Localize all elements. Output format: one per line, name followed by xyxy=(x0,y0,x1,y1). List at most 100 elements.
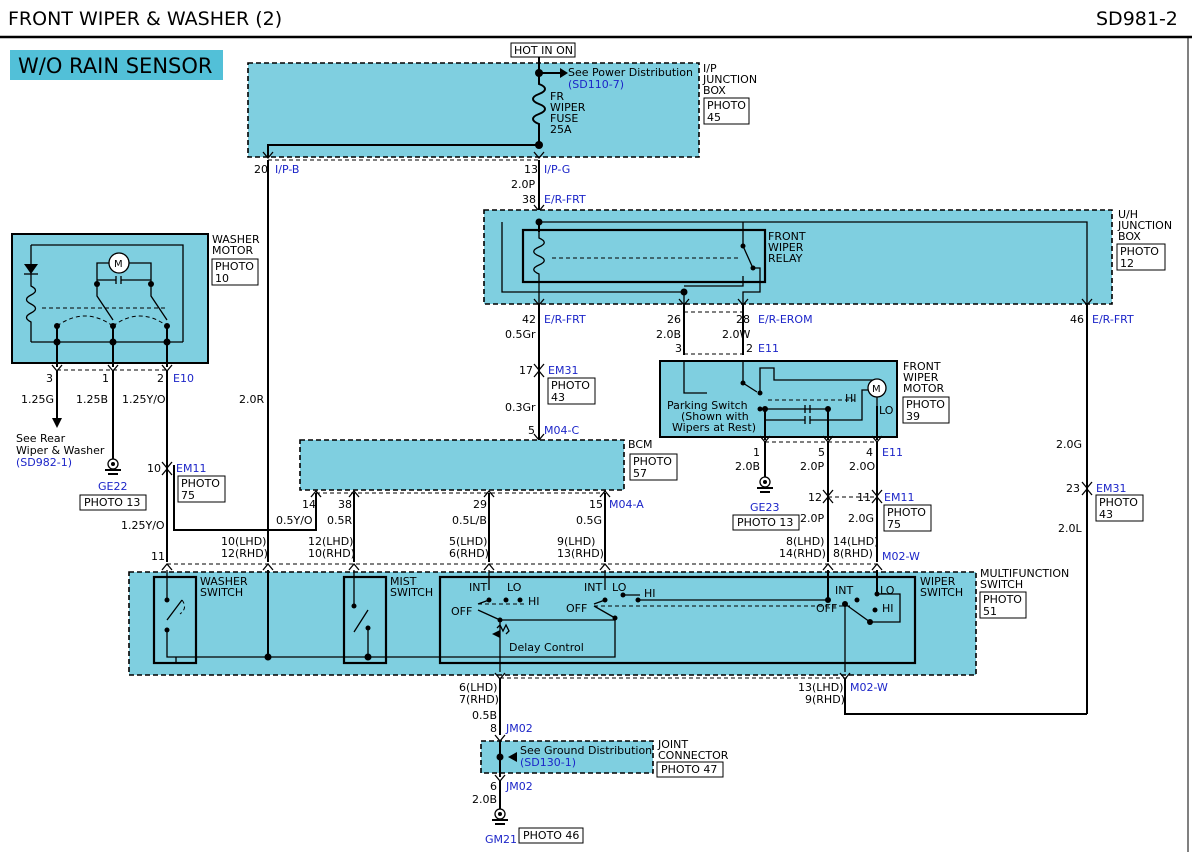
relay-label-2: WIPER xyxy=(768,241,804,254)
relay-out-wire xyxy=(684,276,744,287)
em31-wire-top: 0.5Gr xyxy=(505,328,536,341)
ip-photo-box xyxy=(703,97,750,125)
ip-junction-box xyxy=(247,62,700,158)
em11-conn-left: EM11 xyxy=(176,462,206,475)
washer-motor-photo-box xyxy=(211,258,259,286)
em31r-photo-box xyxy=(1095,494,1144,522)
joint-photo-box xyxy=(656,761,724,778)
fwm-photo-2: 39 xyxy=(906,410,920,423)
fwm-pin-4: 4 xyxy=(866,446,873,459)
hot-label-box xyxy=(510,42,576,58)
joint-title-2: CONNECTOR xyxy=(658,749,729,762)
diode-icon xyxy=(24,264,38,274)
front-wiper-relay xyxy=(521,228,767,284)
see-rear-1: See Rear xyxy=(16,432,66,445)
wiper-lo-3: LO xyxy=(880,584,895,597)
ip-title-2: JUNCTION xyxy=(702,73,757,86)
fuse-label-3: FUSE xyxy=(550,112,578,125)
uh-title-1: U/H xyxy=(1118,208,1138,221)
contact-dot xyxy=(503,597,509,603)
mist-switch-label-1: MIST xyxy=(390,575,417,588)
mfs-bottom-left-1: 6(LHD) xyxy=(459,681,497,694)
joint-photo: PHOTO 47 xyxy=(661,763,717,776)
wiper-switch-arm xyxy=(844,593,901,623)
hot-label: HOT IN ON xyxy=(514,44,573,57)
wiper-int-3: INT xyxy=(835,584,853,597)
connector-chevron xyxy=(871,495,883,504)
uh-pin-46: 46 xyxy=(1070,313,1084,326)
uh-left-wire xyxy=(501,222,685,304)
variant-label: W/O RAIN SENSOR xyxy=(18,54,213,78)
contact-dot xyxy=(872,607,878,613)
uh-conn-in: E/R-FRT xyxy=(544,193,586,206)
washer-wire-yo: 1.25Y/O xyxy=(122,393,166,406)
bcm-conn-bottom: M04-A xyxy=(609,498,644,511)
junction-dot xyxy=(842,601,848,607)
em31-photo-box xyxy=(547,377,596,405)
ip-photo-1: PHOTO xyxy=(707,99,746,112)
wiper-hi-2: HI xyxy=(644,587,656,600)
bcm-wire-r: 0.5R xyxy=(327,514,352,527)
wiper-switch xyxy=(438,575,917,665)
mist-switch-contacts xyxy=(353,570,369,657)
motor-internal-wire xyxy=(759,367,875,393)
fuse-label-1: FR xyxy=(550,90,564,103)
mfs-pin-1a: 10(LHD) xyxy=(221,535,266,548)
fuse-label-4: 25A xyxy=(550,123,572,136)
wiper-off-3: OFF xyxy=(816,602,837,615)
bcm-pin-38: 38 xyxy=(338,498,352,511)
uh-title-2: JUNCTION xyxy=(1117,219,1172,232)
mfs-pin-5b: 14(RHD) xyxy=(779,547,826,560)
fwm-title-3: MOTOR xyxy=(903,382,945,395)
em11-left-photo-1: PHOTO xyxy=(181,477,220,490)
connector-chevron xyxy=(161,562,173,571)
em31r-wire-top: 2.0G xyxy=(1056,438,1082,451)
switch-spring xyxy=(179,599,186,615)
em11-right-photo-1: PHOTO xyxy=(887,506,926,519)
delay-control-label: Delay Control xyxy=(509,641,584,654)
ge22-label: GE22 xyxy=(98,480,127,493)
ge23-photo-box xyxy=(732,514,800,531)
uh-conn-46: E/R-FRT xyxy=(1092,313,1134,326)
fwm-photo-box xyxy=(902,396,950,424)
washer-pin-2: 2 xyxy=(157,372,164,385)
em11-left-photo-2: 75 xyxy=(181,489,195,502)
washer-switch-contacts xyxy=(166,570,500,658)
fwm-conn: E11 xyxy=(882,446,903,459)
variant-banner xyxy=(10,50,223,80)
uh-photo-box xyxy=(1116,243,1166,271)
wiper-switch-arm xyxy=(593,605,616,619)
connector-chevron xyxy=(494,734,506,743)
em31-wire-bottom: 0.3Gr xyxy=(505,401,536,414)
mfs-bottom-left-2: 7(RHD) xyxy=(459,693,499,706)
ground-icon-center xyxy=(111,462,115,466)
mfs-pin-1b: 12(RHD) xyxy=(221,547,268,560)
mfs-pin-5a: 8(LHD) xyxy=(786,535,824,548)
em11-right-photo-2: 75 xyxy=(887,518,901,531)
junction-dot xyxy=(825,597,831,603)
motor-wire xyxy=(96,262,152,284)
bcm-photo-2: 57 xyxy=(633,467,647,480)
mfs-photo-box xyxy=(979,591,1027,619)
mist-switch xyxy=(342,575,388,665)
em11-right-wire-p: 2.0P xyxy=(800,512,824,525)
mfs-title-2: SWITCH xyxy=(980,578,1023,591)
bcm-conn-top: M04-C xyxy=(544,424,579,437)
e11-conn-top: E11 xyxy=(758,342,779,355)
parking-label-1: Parking Switch xyxy=(667,399,748,412)
mfs-pin-4a: 9(LHD) xyxy=(557,535,595,548)
mfs-bottom-conn: M02-W xyxy=(850,681,888,694)
fwm-wire-o: 2.0O xyxy=(849,460,875,473)
mfs-photo-1: PHOTO xyxy=(983,593,1022,606)
washer-wire-g: 1.25G xyxy=(21,393,54,406)
em31-photo-2: 43 xyxy=(551,391,565,404)
fwm-pin-1: 1 xyxy=(753,446,760,459)
ip-internal-wire xyxy=(267,144,539,157)
washer-internal-wire xyxy=(31,244,184,342)
fwm-wire-p: 2.0P xyxy=(800,460,824,473)
see-rear-2: Wiper & Washer xyxy=(16,444,105,457)
em11-right-photo-box xyxy=(883,504,932,532)
bcm-pin-14: 14 xyxy=(302,498,316,511)
